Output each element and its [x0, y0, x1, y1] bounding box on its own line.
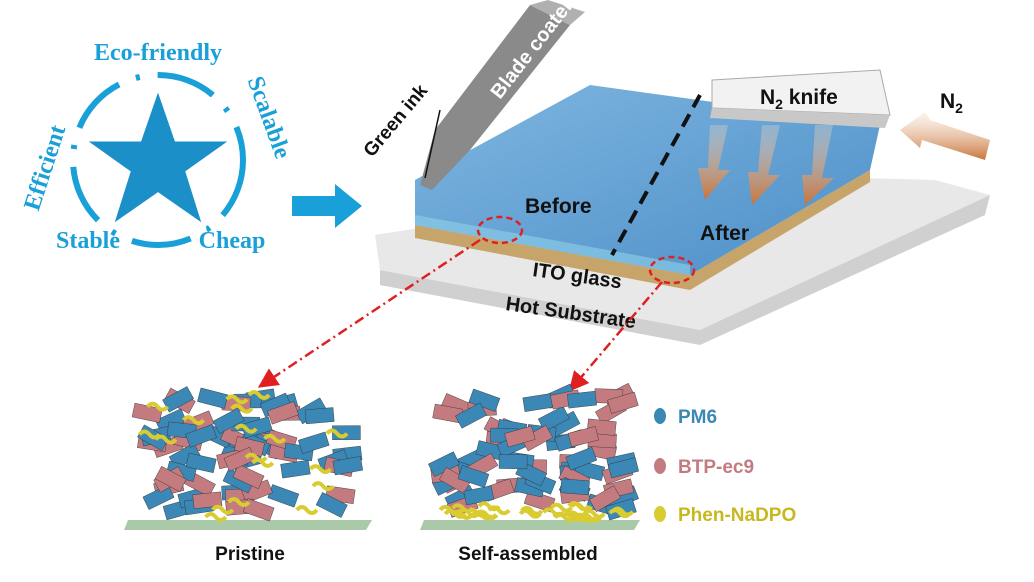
- polymer-domain: [154, 465, 187, 492]
- star-icon: [79, 83, 237, 230]
- boundary-line: [610, 94, 702, 256]
- label-efficient: Efficient: [19, 122, 71, 214]
- label-n2-gas: N2: [940, 90, 963, 116]
- phen-nadpo-molecule: [137, 429, 161, 440]
- phen-nadpo-molecule: [247, 389, 271, 400]
- polymer-domain: [304, 407, 335, 425]
- phen-nadpo-molecule: [234, 423, 258, 434]
- polymer-domain: [567, 426, 599, 448]
- phen-nadpo-molecule: [145, 401, 170, 412]
- phen-nadpo-molecule: [438, 504, 462, 515]
- airflow-arrows-icon: [698, 125, 834, 205]
- phen-nadpo-molecule: [549, 502, 573, 513]
- polymer-domain: [589, 485, 621, 512]
- phen-nadpo-molecule: [308, 464, 332, 475]
- polymer-domain: [522, 393, 553, 412]
- dashed-ring: [70, 72, 246, 248]
- polymer-domain: [521, 424, 553, 452]
- label-n2-knife: N2 knife: [760, 86, 838, 112]
- legend-swatch-pm6: [654, 408, 666, 424]
- phen-nadpo-molecule: [520, 505, 544, 516]
- phen-nadpo-molecule: [244, 452, 268, 463]
- polymer-domain: [185, 452, 217, 474]
- polymer-domain: [142, 484, 175, 510]
- polymer-domain: [565, 446, 598, 471]
- zoom-region-after: [648, 255, 696, 285]
- polymer-domain: [192, 491, 223, 510]
- phen-nadpo-molecule: [182, 415, 206, 426]
- label-green-ink: Green ink: [360, 80, 433, 161]
- label-scalable: Scalable: [242, 73, 296, 162]
- phen-nadpo-molecule: [263, 433, 287, 444]
- label-self-assembled: Self-assembled: [458, 544, 597, 565]
- pointer-pristine: [257, 238, 481, 388]
- device-illustration: Blade coater Green ink N2 knife N2 Befor…: [257, 0, 990, 392]
- phen-nadpo-molecule: [295, 505, 319, 516]
- process-arrow-icon: [292, 184, 362, 228]
- phen-nadpo-molecule: [251, 457, 275, 468]
- phen-nadpo-molecule: [311, 481, 335, 492]
- polymer-domain: [455, 402, 487, 429]
- phen-nadpo-molecule: [211, 504, 235, 515]
- polymer-domain: [232, 464, 265, 490]
- phen-nadpo-molecule: [230, 403, 254, 414]
- polymer-domain: [439, 467, 471, 494]
- ito-layer: [415, 170, 870, 290]
- polymer-domain: [332, 456, 364, 476]
- phen-nadpo-molecule: [451, 503, 475, 514]
- polymer-domain: [280, 459, 311, 479]
- phen-nadpo-molecule: [325, 428, 349, 439]
- label-pristine: Pristine: [215, 544, 285, 565]
- phen-nadpo-molecule: [571, 512, 596, 523]
- phen-nadpo-molecule: [227, 497, 251, 508]
- substrate-base: [420, 520, 640, 530]
- polymer-domain: [567, 390, 597, 409]
- zoom-region-before: [476, 215, 524, 245]
- legend-label-pm6: PM6: [678, 407, 717, 428]
- polymer-domain: [463, 485, 495, 506]
- phen-nadpo-molecule: [204, 512, 228, 522]
- label-cheap: Cheap: [199, 228, 266, 254]
- legend-swatch-phen-nadpo: [654, 506, 666, 522]
- n2-flow-arrow-icon: [900, 112, 990, 160]
- label-before: Before: [525, 195, 592, 218]
- polymer-domain: [504, 425, 536, 448]
- phen-nadpo-molecule: [487, 505, 511, 516]
- self-assembled-morphology: [420, 382, 640, 530]
- phen-nadpo-molecule: [225, 394, 249, 405]
- polymer-domain: [607, 391, 639, 414]
- legend-label-phen-nadpo: Phen-NaDPO: [678, 505, 796, 526]
- polymer-domain: [315, 492, 348, 518]
- pointer-self-assembled: [568, 281, 663, 392]
- polymer-domain: [185, 424, 217, 448]
- label-after: After: [700, 222, 749, 245]
- polymer-domain: [498, 454, 528, 470]
- label-eco-friendly: Eco-friendly: [94, 40, 222, 66]
- star-panel: Eco-friendly Efficient Scalable Stable C…: [19, 40, 295, 254]
- phen-nadpo-molecule: [569, 501, 593, 512]
- legend-label-btp-ec9: BTP-ec9: [678, 457, 754, 478]
- polymer-domain: [457, 465, 490, 488]
- phen-nadpo-molecule: [470, 510, 494, 521]
- polymer-domain: [197, 387, 229, 409]
- legend-swatch-btp-ec9: [654, 458, 666, 474]
- polymer-domain: [267, 401, 299, 425]
- label-stable: Stable: [56, 228, 120, 254]
- phen-nadpo-molecule: [457, 508, 481, 519]
- polymer-domain: [298, 431, 330, 454]
- polymer-domain: [560, 478, 590, 496]
- polymer-domain: [607, 457, 639, 479]
- pristine-morphology: [124, 386, 372, 530]
- polymer-domain: [212, 407, 245, 434]
- substrate-base: [124, 520, 372, 530]
- polymer-domain: [267, 484, 300, 508]
- legend: PM6 BTP-ec9 Phen-NaDPO: [654, 407, 796, 526]
- blade-coater: [420, 5, 570, 190]
- phen-nadpo-molecule: [611, 506, 635, 517]
